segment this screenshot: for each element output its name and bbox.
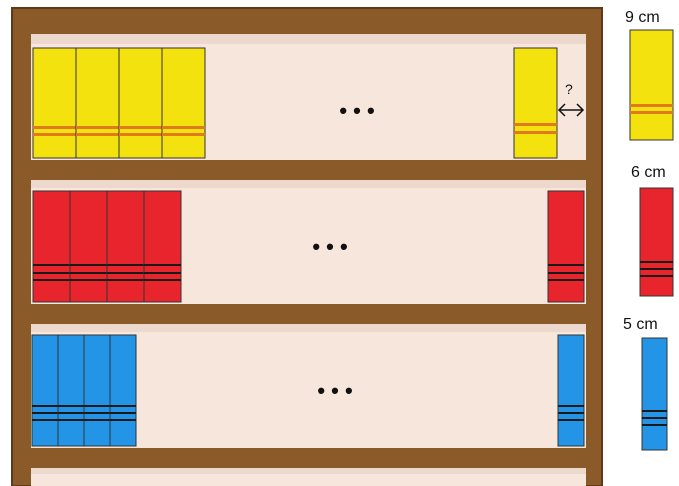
yellow-book-right bbox=[514, 48, 557, 158]
yellow-book bbox=[162, 48, 205, 158]
shelf-2: • • • bbox=[31, 180, 586, 304]
shelf-board-2 bbox=[31, 304, 586, 322]
blue-book bbox=[84, 335, 110, 446]
blue-book-right bbox=[558, 335, 584, 446]
shelf-board-3 bbox=[31, 448, 586, 466]
shelf-board-1 bbox=[31, 160, 586, 178]
shelf-1-top-edge bbox=[31, 34, 586, 44]
red-book bbox=[70, 191, 107, 302]
legend-blue-book bbox=[642, 338, 667, 450]
shelf-3: • • • bbox=[31, 324, 586, 448]
ellipsis: • • • bbox=[312, 234, 347, 259]
shelf-3-left-books bbox=[32, 335, 136, 446]
blue-book bbox=[32, 335, 58, 446]
yellow-book bbox=[33, 48, 76, 158]
shelf-2-left-books bbox=[33, 191, 181, 302]
yellow-book bbox=[76, 48, 119, 158]
gap-question-label: ? bbox=[565, 81, 573, 97]
red-book-right bbox=[548, 191, 584, 302]
legend: 9 cm 6 cm 5 cm bbox=[623, 9, 673, 450]
yellow-book bbox=[119, 48, 162, 158]
legend-red-book bbox=[640, 188, 673, 296]
shelf-3-top-edge bbox=[31, 324, 586, 332]
shelf-4-top-edge bbox=[31, 468, 586, 474]
shelf-1: • • • ? bbox=[31, 34, 586, 160]
shelf-1-left-books bbox=[33, 48, 205, 158]
red-book bbox=[144, 191, 181, 302]
shelf-2-top-edge bbox=[31, 180, 586, 188]
ellipsis: • • • bbox=[317, 378, 352, 403]
legend-label-red: 6 cm bbox=[631, 164, 666, 181]
blue-book bbox=[110, 335, 136, 446]
blue-book bbox=[58, 335, 84, 446]
legend-label-blue: 5 cm bbox=[623, 316, 658, 333]
red-book bbox=[33, 191, 70, 302]
legend-yellow-book bbox=[630, 30, 673, 140]
ellipsis: • • • bbox=[339, 98, 374, 123]
legend-label-yellow: 9 cm bbox=[625, 9, 660, 26]
red-book bbox=[107, 191, 144, 302]
